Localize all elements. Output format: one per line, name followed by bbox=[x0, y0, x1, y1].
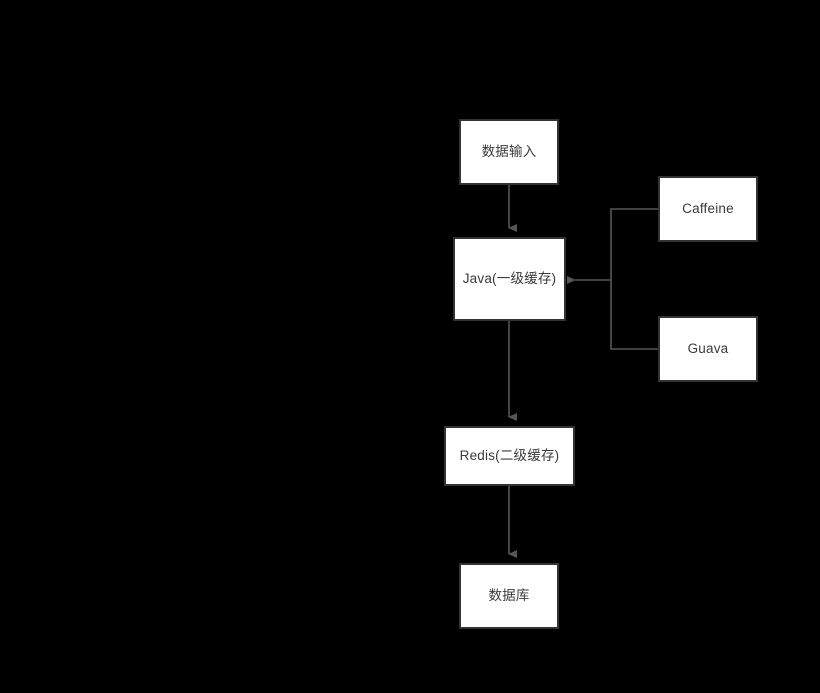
node-database[interactable]: 数据库 bbox=[459, 563, 559, 629]
node-guava-label: Guava bbox=[687, 340, 729, 356]
edge-caffeine-to-java bbox=[610, 208, 658, 280]
node-caffeine-label: Caffeine bbox=[682, 200, 734, 216]
node-redis-l2-cache[interactable]: Redis(二级缓存) bbox=[444, 426, 575, 486]
node-input-label: 数据输入 bbox=[481, 143, 537, 159]
node-java-l1-cache[interactable]: Java(一级缓存) bbox=[453, 237, 566, 321]
node-guava[interactable]: Guava bbox=[658, 316, 758, 382]
node-caffeine[interactable]: Caffeine bbox=[658, 176, 758, 242]
node-redis-l2-cache-label: Redis(二级缓存) bbox=[459, 447, 560, 463]
node-database-label: 数据库 bbox=[488, 587, 530, 603]
node-java-l1-cache-label: Java(一级缓存) bbox=[462, 270, 557, 286]
node-input[interactable]: 数据输入 bbox=[459, 119, 559, 185]
edge-guava-to-java bbox=[610, 280, 658, 350]
